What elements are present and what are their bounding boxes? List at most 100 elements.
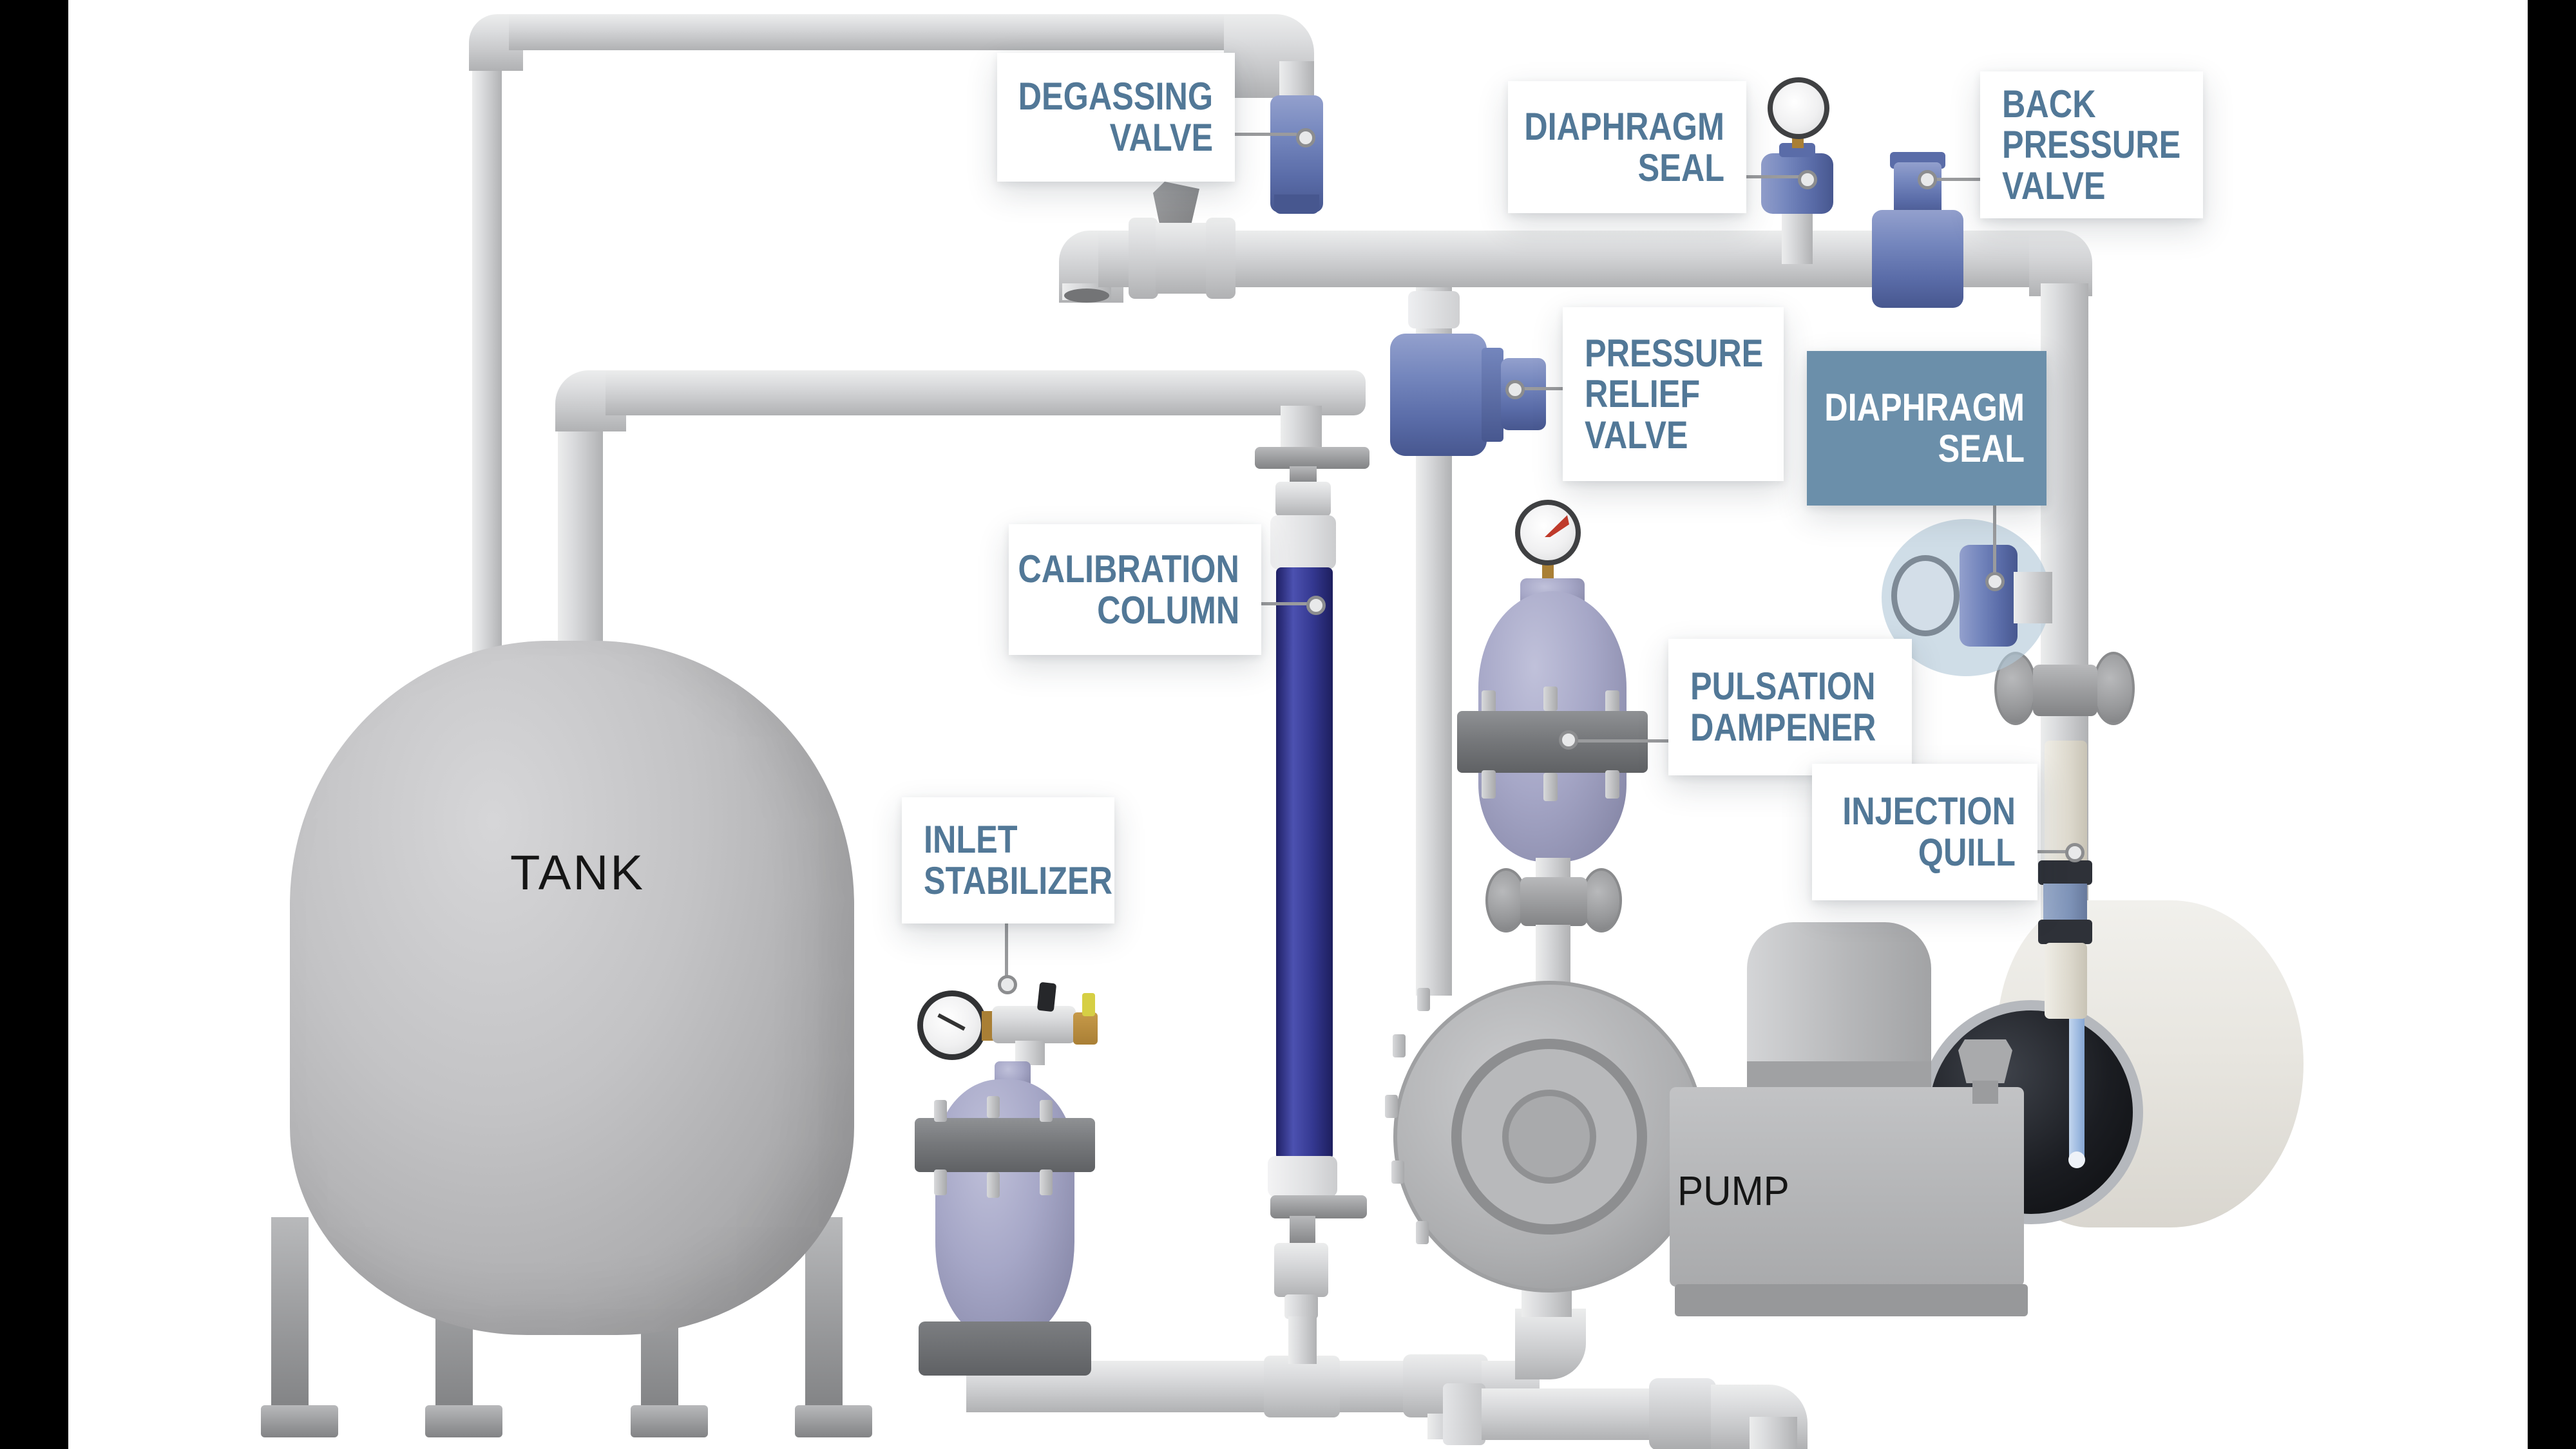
label-line: SEAL xyxy=(1938,427,2025,470)
tank-foot xyxy=(425,1405,502,1437)
quill-fitting-cream xyxy=(2045,943,2087,1019)
inlet-base-flange xyxy=(919,1321,1091,1376)
isolation-valve-body xyxy=(1520,877,1587,926)
label-inlet-stabilizer: INLET STABILIZER xyxy=(902,797,1114,923)
clamp-stud xyxy=(934,1100,947,1122)
quill-fitting-cream xyxy=(2045,741,2087,864)
clamp-stud xyxy=(1605,690,1619,715)
leader-line xyxy=(1934,178,1981,181)
leader-dot xyxy=(1306,596,1326,615)
label-pulsation-dampener: PULSATION DAMPENER xyxy=(1668,639,1912,775)
label-line: STABILIZER xyxy=(924,859,1113,902)
label-line: DIAPHRAGM xyxy=(1824,386,2025,430)
prv-riser-union xyxy=(1408,291,1460,328)
label-diaphragm-seal-highlighted: DIAPHRAGM SEAL xyxy=(1807,351,2046,506)
pump-head-hub xyxy=(1502,1090,1596,1184)
clamp-stud xyxy=(1482,770,1496,799)
back-pressure-valve-body xyxy=(1872,210,1963,308)
leader-dot xyxy=(998,975,1017,994)
seal-tee-stub xyxy=(2014,572,2052,623)
inlet-valve-tip xyxy=(1082,993,1095,1016)
clamp-stud xyxy=(1482,690,1496,715)
vent-opening xyxy=(1064,289,1109,303)
flange-bolt xyxy=(1385,1095,1398,1118)
clamp-stud xyxy=(1543,687,1558,711)
leader-dot xyxy=(1559,730,1578,750)
inlet-tee-body xyxy=(992,1006,1076,1043)
label-line: DIAPHRAGM xyxy=(1524,104,1724,148)
drain-outlet xyxy=(1750,1417,1797,1449)
calibration-drop-pipe xyxy=(1288,1316,1317,1364)
label-line: PULSATION xyxy=(1690,665,1876,708)
inlet-black-handle xyxy=(1036,981,1057,1012)
tank-label: TANK xyxy=(510,846,645,900)
ball-valve-body xyxy=(1156,223,1211,294)
label-line: INLET xyxy=(924,818,1018,862)
label-line: INJECTION xyxy=(1842,790,2016,833)
leader-line xyxy=(1235,133,1297,136)
pump-suction-elbow xyxy=(1515,1309,1586,1379)
clamp-stud xyxy=(1040,1170,1053,1195)
label-line: PRESSURE xyxy=(2002,123,2181,167)
degassing-valve-body xyxy=(1270,95,1323,213)
label-line: VALVE xyxy=(1109,116,1213,159)
label-line: CALIBRATION xyxy=(1018,547,1239,591)
isolation-valve-wheel xyxy=(1485,868,1527,933)
leader-dot xyxy=(1798,170,1817,189)
tank-foot xyxy=(795,1405,872,1437)
drain-pipe xyxy=(1482,1388,1655,1440)
pump-fitting xyxy=(1958,1039,2012,1083)
leader-dot xyxy=(1505,380,1525,399)
inlet-stub xyxy=(1015,1041,1045,1065)
inlet-gauge xyxy=(917,990,987,1060)
tank-header-pipe xyxy=(606,370,1366,415)
tank-leg xyxy=(271,1217,309,1410)
label-line: VALVE xyxy=(1585,413,1688,457)
pump-base xyxy=(1675,1284,2028,1316)
diaphragm-seal-right-body xyxy=(1960,545,2018,647)
left-black-bar xyxy=(0,0,68,1449)
leader-line xyxy=(1746,175,1799,178)
label-back-pressure-valve: BACK PRESSURE VALVE xyxy=(1980,71,2203,218)
label-line: VALVE xyxy=(2002,164,2106,207)
calibration-bottom-valve-body xyxy=(1274,1243,1328,1297)
degassing-valve-base xyxy=(1274,194,1319,214)
clamp-stud xyxy=(1543,773,1558,801)
calibration-column-tube xyxy=(1276,567,1333,1160)
pressure-relief-valve-collar xyxy=(1482,348,1503,442)
clamp-stud xyxy=(987,1172,1000,1198)
calibration-top-valve-handle xyxy=(1255,447,1369,469)
label-calibration-column: CALIBRATION COLUMN xyxy=(1009,524,1261,655)
label-pressure-relief-valve: PRESSURE RELIEF VALVE xyxy=(1563,307,1784,481)
inlet-clamp xyxy=(915,1118,1095,1172)
leader-dot xyxy=(2065,843,2085,862)
label-degassing-valve: DEGASSING VALVE xyxy=(997,53,1235,182)
seal-top-stub xyxy=(1782,206,1813,264)
quill-valve-wheel xyxy=(2092,652,2135,725)
pump-fitting-stem xyxy=(1972,1081,1998,1104)
quill-coupling-dark xyxy=(2038,920,2092,944)
pressure-gauge xyxy=(1768,77,1829,139)
leader-line xyxy=(1005,923,1008,979)
leader-line xyxy=(2037,850,2068,853)
flange-bolt xyxy=(1416,1221,1429,1244)
drain-union-nut xyxy=(1649,1378,1716,1449)
seal-gauge-faded xyxy=(1891,555,1960,636)
leader-line xyxy=(1993,506,1996,573)
label-line: DEGASSING xyxy=(1018,75,1213,118)
label-line: QUILL xyxy=(1918,831,2016,874)
leader-line xyxy=(1522,387,1564,390)
quill-valve-body xyxy=(2033,665,2097,716)
flange-bolt xyxy=(1417,988,1430,1011)
pipe-tee-calibration-bottom xyxy=(1264,1356,1340,1417)
tank-foot xyxy=(631,1405,708,1437)
diaphragm-seal-top-cap xyxy=(1779,143,1815,157)
clamp-stud xyxy=(987,1096,1000,1118)
pump-head-stub xyxy=(1536,925,1570,989)
label-line: RELIEF xyxy=(1585,372,1701,416)
leader-dot xyxy=(1918,170,1937,189)
calibration-bottom-valve-handle xyxy=(1270,1195,1367,1218)
label-line: DAMPENER xyxy=(1690,706,1876,749)
pressure-relief-valve-body xyxy=(1390,334,1487,456)
